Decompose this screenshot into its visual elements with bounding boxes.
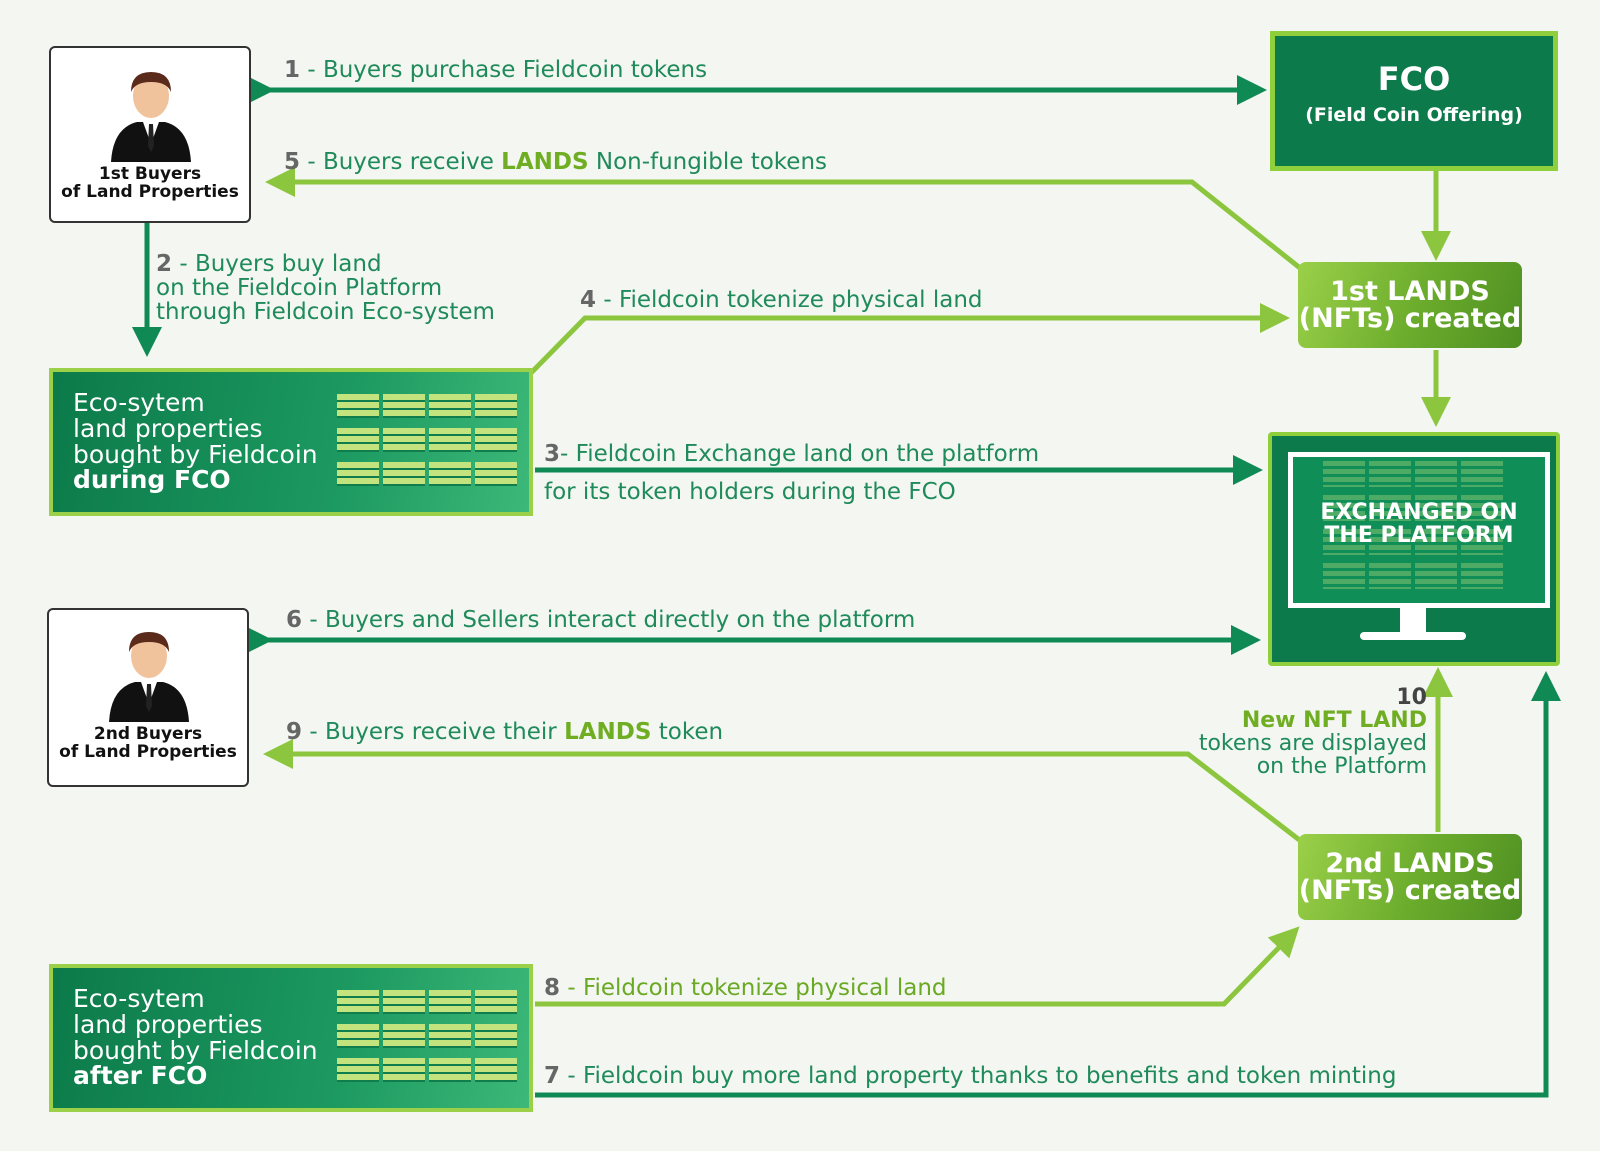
first-lands-box: 1st LANDS (NFTs) created (1298, 262, 1522, 348)
first-buyers-box: 1st Buyers of Land Properties (49, 46, 251, 223)
platform-line2: THE PLATFORM (1324, 523, 1514, 549)
monitor-icon: EXCHANGED ON THE PLATFORM (1288, 452, 1550, 608)
second-lands-line1: 2nd LANDS (1325, 848, 1495, 879)
eco-during-line2: land properties (73, 413, 263, 443)
eco-after-line1: Eco-sytem (73, 984, 205, 1013)
step-8-label: 8 - Fieldcoin tokenize physical land (544, 975, 947, 1001)
fco-subtitle: (Field Coin Offering) (1305, 104, 1523, 126)
second-buyers-line1: 2nd Buyers (93, 724, 203, 744)
eco-during-line4: during FCO (73, 465, 231, 495)
step-9-label: 9 - Buyers receive their LANDS token (286, 719, 724, 745)
first-lands-line1: 1st LANDS (1330, 276, 1490, 307)
step-4-label: 4 - Fieldcoin tokenize physical land (580, 287, 983, 313)
arrow-step-4 (528, 303, 1290, 376)
step-5-label: 5 - Buyers receive LANDS Non-fungible to… (284, 149, 828, 175)
eco-during-fco-box: Eco-sytem land properties bought by Fiel… (49, 368, 533, 516)
step-10-label: 10 New NFT LAND tokens are displayed on … (1198, 685, 1427, 780)
arrow-step-5 (265, 167, 1302, 270)
businessman-icon (111, 72, 191, 162)
second-lands-box: 2nd LANDS (NFTs) created (1298, 834, 1522, 920)
fco-box: FCO (Field Coin Offering) (1270, 31, 1558, 171)
monitor-base (1360, 632, 1466, 640)
eco-after-fco-box: Eco-sytem land properties bought by Fiel… (49, 964, 533, 1112)
second-buyers-box: 2nd Buyers of Land Properties (47, 608, 249, 787)
second-lands-line2: (NFTs) created (1298, 875, 1522, 906)
platform-line1: EXCHANGED ON (1320, 500, 1518, 525)
arrow-step-7 (535, 671, 1561, 1098)
businessman-icon (109, 632, 189, 722)
arrow-step-8 (535, 926, 1300, 1007)
step-6-label: 6 - Buyers and Sellers interact directly… (286, 607, 916, 633)
first-buyers-line2: of Land Properties (61, 181, 239, 202)
step-1-label: 1 - Buyers purchase Fieldcoin tokens (284, 57, 708, 83)
monitor-stand (1400, 606, 1426, 634)
second-buyers-line2: of Land Properties (59, 741, 237, 762)
platform-monitor: EXCHANGED ON THE PLATFORM (1268, 432, 1560, 666)
step-3-label: 3- Fieldcoin Exchange land on the platfo… (544, 441, 1040, 467)
eco-during-line1: Eco-sytem (73, 388, 205, 417)
arrow-step-9 (263, 739, 1304, 844)
step-7-label: 7 - Fieldcoin buy more land property tha… (544, 1063, 1397, 1089)
eco-after-line2: land properties (73, 1009, 263, 1039)
first-buyers-line1: 1st Buyers (98, 164, 202, 184)
land-grid-icon (337, 990, 517, 1082)
eco-during-line3: bought by Fieldcoin (73, 439, 318, 469)
first-lands-line2: (NFTs) created (1298, 303, 1522, 334)
step-3-label-line2: for its token holders during the FCO (544, 479, 956, 505)
land-grid-icon (337, 394, 517, 486)
fco-title: FCO (1377, 60, 1451, 98)
step-2-label: 2 - Buyers buy land on the Fieldcoin Pla… (156, 251, 495, 326)
eco-after-line3: bought by Fieldcoin (73, 1035, 318, 1065)
eco-after-line4: after FCO (73, 1061, 208, 1091)
